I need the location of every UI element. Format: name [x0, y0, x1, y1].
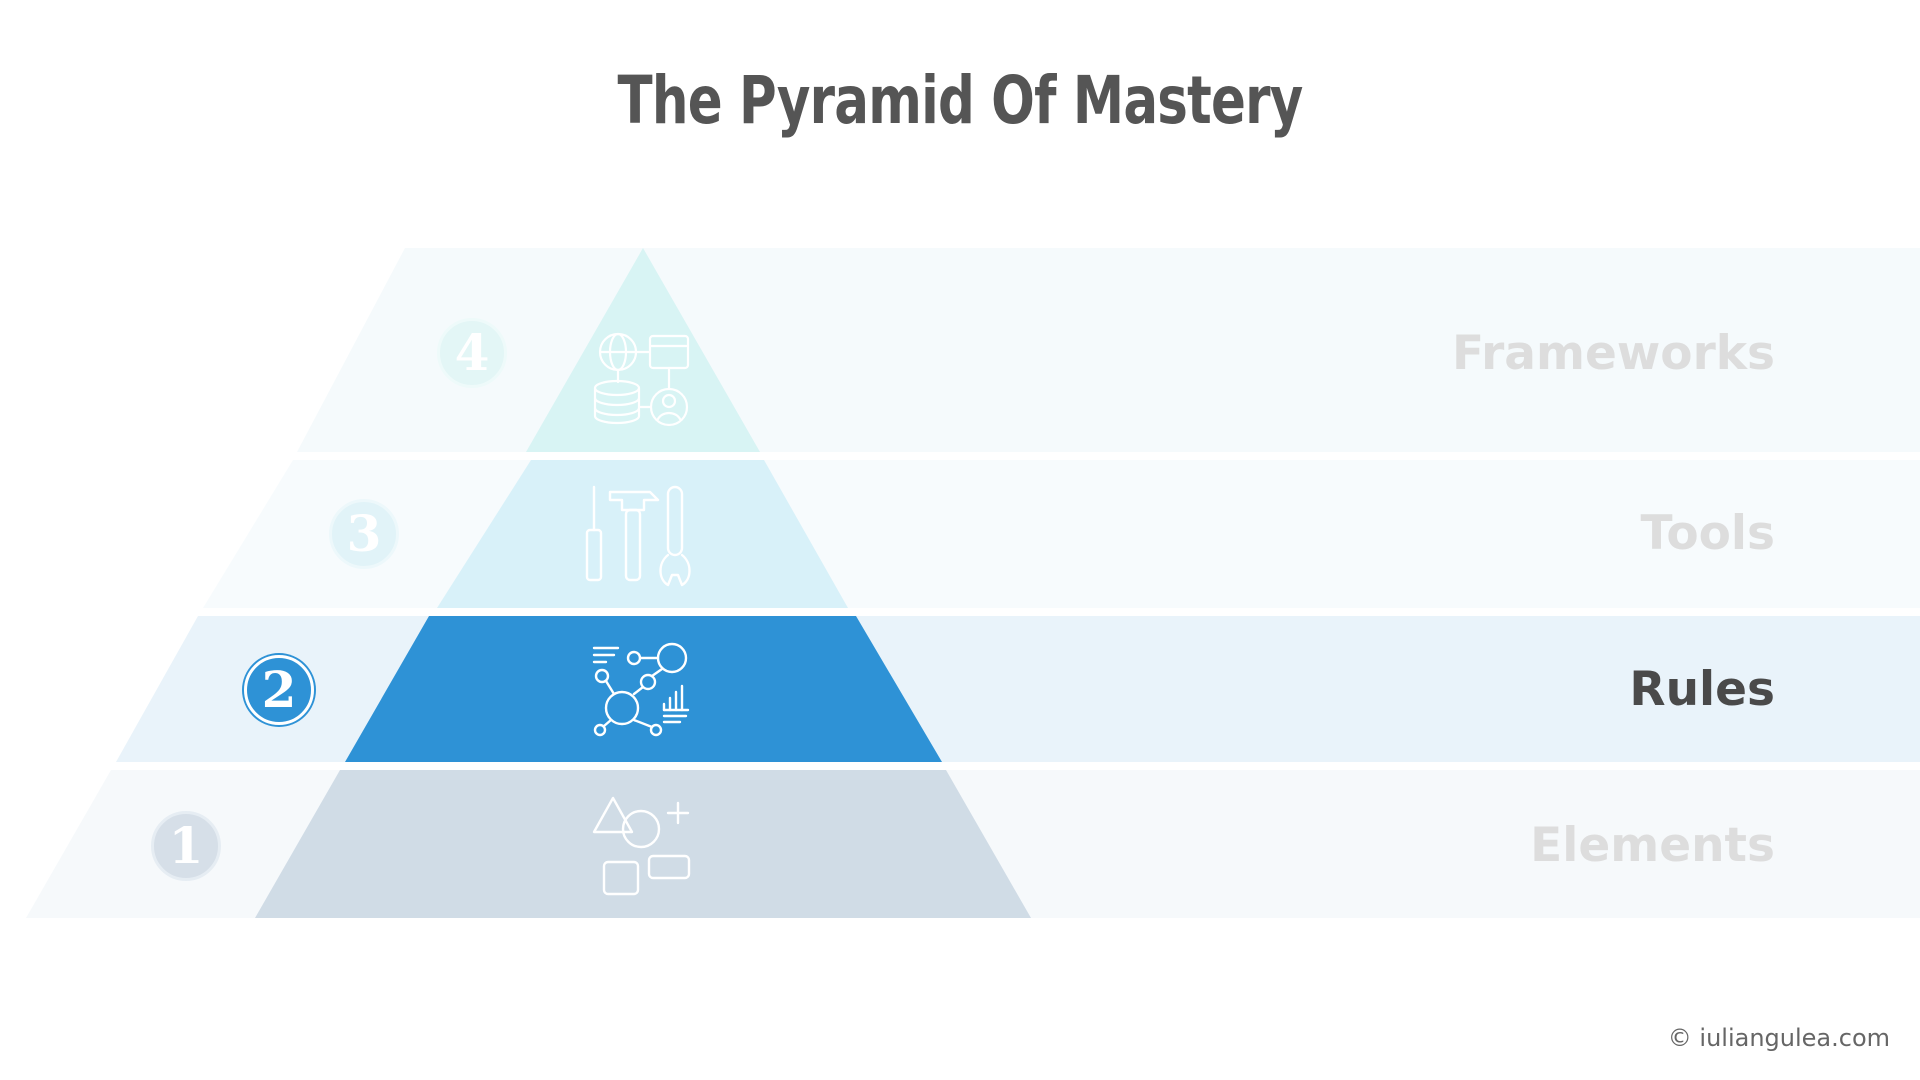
- level-2-badge: 2: [244, 655, 314, 725]
- pyramid-layer-2: [345, 616, 942, 762]
- pyramid-layer-3: [437, 460, 848, 608]
- level-3-label: Tools: [1640, 506, 1775, 561]
- network-database-icon: [593, 332, 690, 427]
- level-1-badge: 1: [151, 811, 221, 881]
- pyramid-layer-4: [526, 248, 760, 452]
- level-1-label: Elements: [1530, 818, 1775, 873]
- tools-icon: [585, 485, 691, 587]
- page-title: The Pyramid Of Mastery: [617, 62, 1303, 139]
- pyramid-layer-1: [255, 770, 1031, 918]
- copyright-text: © iuliangulea.com: [1667, 1024, 1890, 1052]
- level-3-badge: 3: [329, 499, 399, 569]
- level-2-label: Rules: [1629, 662, 1775, 717]
- shapes-icon: [592, 796, 691, 896]
- molecule-rules-icon: [592, 642, 690, 737]
- level-4-badge: 4: [437, 318, 507, 388]
- level-4-label: Frameworks: [1452, 326, 1775, 381]
